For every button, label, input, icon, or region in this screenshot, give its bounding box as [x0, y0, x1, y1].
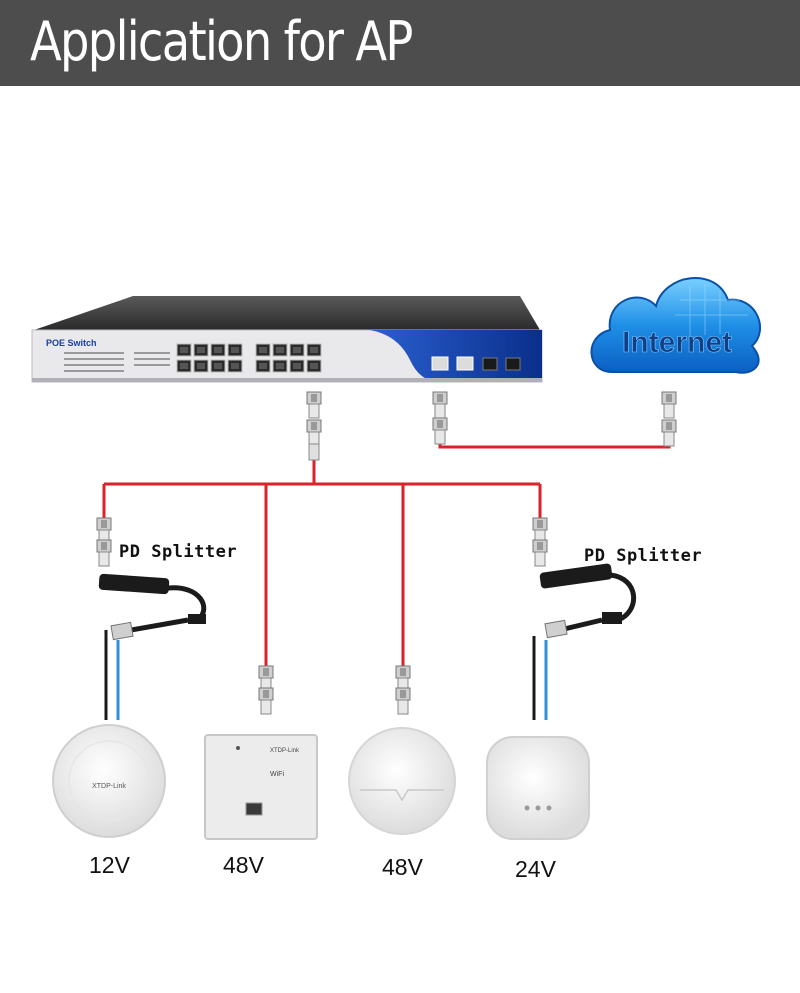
header-bar: Application for AP — [0, 0, 800, 86]
wallplate-brand-label: XTDP-Link — [270, 748, 300, 754]
device-voltage-label: 48V — [223, 852, 264, 878]
pd-splitter-right — [532, 563, 636, 720]
page-title: Application for AP — [30, 10, 413, 73]
ap-square-24v — [486, 736, 590, 840]
pd-splitter-label-right: PD Splitter — [584, 546, 703, 566]
pd-splitter-left — [98, 573, 207, 720]
switch-label: POE Switch — [46, 338, 97, 348]
ap-round-48v — [348, 727, 456, 835]
poe-switch: POE Switch — [31, 296, 543, 383]
internet-cloud: Internet — [590, 277, 762, 374]
device-voltage-label: 48V — [382, 854, 423, 880]
device-voltage-label: 12V — [89, 852, 130, 878]
switch-led-panel — [64, 352, 170, 372]
ap-brand-label: XTDP-Link — [92, 783, 126, 790]
rj45-connectors — [96, 391, 677, 715]
uplink-ports — [431, 356, 521, 371]
device-voltage-label: 24V — [515, 856, 556, 882]
pd-splitter-label-left: PD Splitter — [119, 542, 238, 562]
ap-ceiling-12v: XTDP-Link — [52, 724, 166, 838]
wifi-badge: WiFi — [270, 771, 284, 778]
ap-wallplate-48v: XTDP-Link WiFi — [204, 734, 318, 840]
internet-label: Internet — [622, 326, 732, 359]
